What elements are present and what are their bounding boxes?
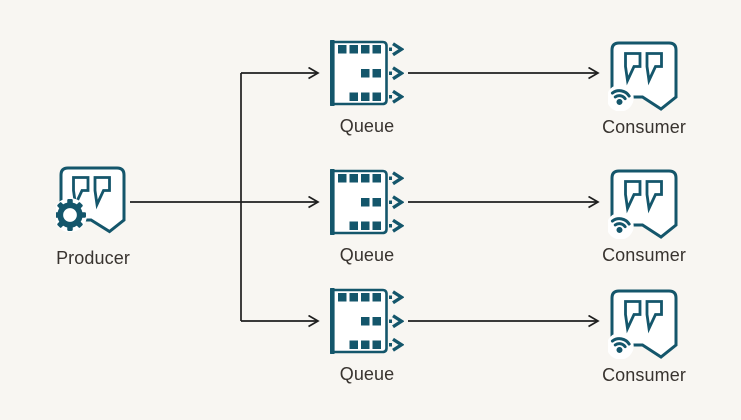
node-queue-1: [330, 40, 404, 106]
consumer-2-label: Consumer: [602, 245, 686, 265]
consumer-icon: [608, 41, 682, 111]
queue-2-label: Queue: [339, 245, 395, 265]
consumer-icon: [608, 289, 682, 359]
queue-icon: [330, 288, 404, 354]
node-queue-2: [330, 169, 404, 235]
node-queue-3: [330, 288, 404, 354]
node-consumer-1: [608, 41, 682, 111]
queue-1-label: Queue: [339, 116, 395, 136]
node-consumer-3: [608, 289, 682, 359]
producer-label: Producer: [56, 248, 130, 268]
node-producer: [56, 166, 130, 236]
queue-icon: [330, 40, 404, 106]
node-consumer-2: [608, 169, 682, 239]
consumer-1-label: Consumer: [602, 117, 686, 137]
consumer-icon: [608, 169, 682, 239]
consumer-3-label: Consumer: [602, 365, 686, 385]
queue-3-label: Queue: [339, 364, 395, 384]
queue-icon: [330, 169, 404, 235]
producer-icon: [56, 166, 130, 236]
